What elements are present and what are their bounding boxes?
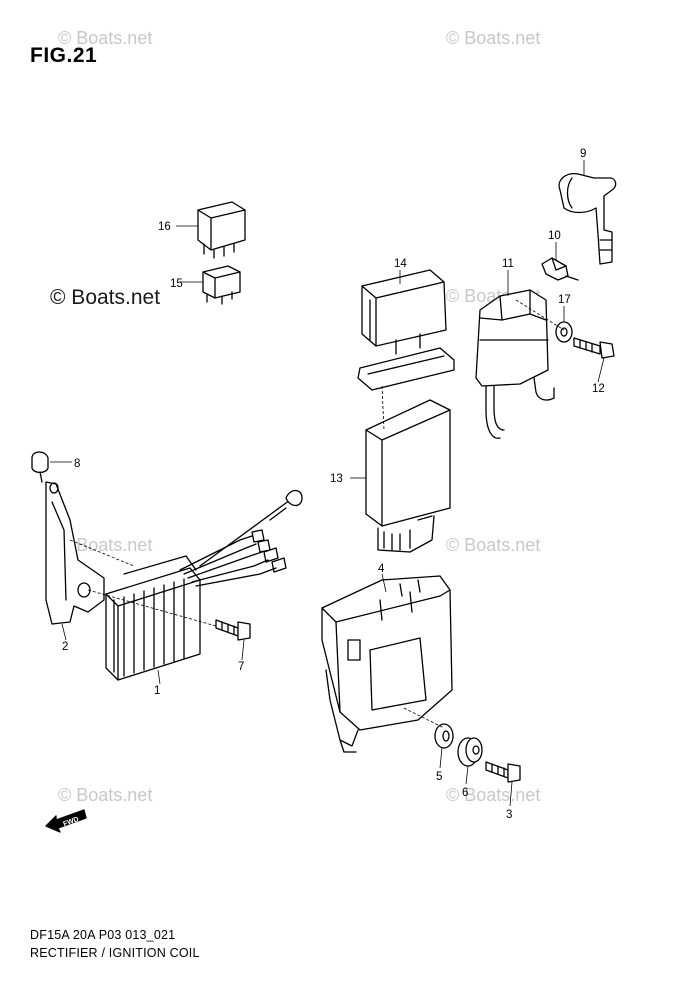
rectifier-bracket <box>45 481 105 625</box>
callout-4: 4 <box>378 563 385 575</box>
callout-13: 13 <box>330 473 343 485</box>
rectifier <box>105 489 303 681</box>
callout-5: 5 <box>436 771 442 783</box>
watermark: © Boats.net <box>58 28 153 48</box>
callout-16: 16 <box>158 221 171 233</box>
watermark: © Boats.net <box>58 785 153 805</box>
washer <box>555 321 573 343</box>
callouts: 16 15 9 10 11 17 12 14 13 4 5 6 3 1 2 8 … <box>62 148 605 828</box>
callout-12: 12 <box>592 383 605 395</box>
collar <box>457 737 483 767</box>
callout-3: 3 <box>506 809 512 821</box>
watermark: © Boats.net <box>446 535 541 555</box>
cdi-unit <box>365 399 451 553</box>
watermark: © Boats.net <box>446 785 541 805</box>
callout-9: 9 <box>580 148 586 160</box>
callout-11: 11 <box>502 258 514 270</box>
bracket-screw <box>31 451 49 483</box>
ignition-coil <box>475 289 555 439</box>
callout-2: 2 <box>62 641 68 653</box>
figure-code: DF15A 20A P03 013_021 <box>30 928 176 942</box>
callout-7: 7 <box>238 661 244 673</box>
watermark: © Boats.net <box>446 28 541 48</box>
grommet <box>434 723 454 749</box>
watermark: © Boats.net <box>58 535 153 555</box>
callout-10: 10 <box>548 230 561 242</box>
bracket-bolt <box>485 761 521 783</box>
cdi-cover <box>357 269 455 391</box>
callout-1: 1 <box>154 685 160 697</box>
electrical-bracket <box>321 575 453 753</box>
relay-large <box>197 201 246 259</box>
fwd-arrow <box>45 809 87 833</box>
relay-small <box>202 265 241 305</box>
figure-caption: RECTIFIER / IGNITION COIL <box>30 946 200 960</box>
callout-14: 14 <box>394 258 407 270</box>
spark-plug-cap <box>558 173 617 265</box>
leader-lines <box>50 160 605 807</box>
rectifier-bolt <box>215 619 251 641</box>
plug-clip <box>541 257 579 281</box>
figure-title: FIG.21 <box>30 44 98 67</box>
watermark-strong: © Boats.net <box>50 286 161 309</box>
callout-17: 17 <box>558 294 571 306</box>
callout-15: 15 <box>170 278 183 290</box>
callout-8: 8 <box>74 458 80 470</box>
callout-6: 6 <box>462 787 468 799</box>
coil-bolt <box>573 337 615 359</box>
